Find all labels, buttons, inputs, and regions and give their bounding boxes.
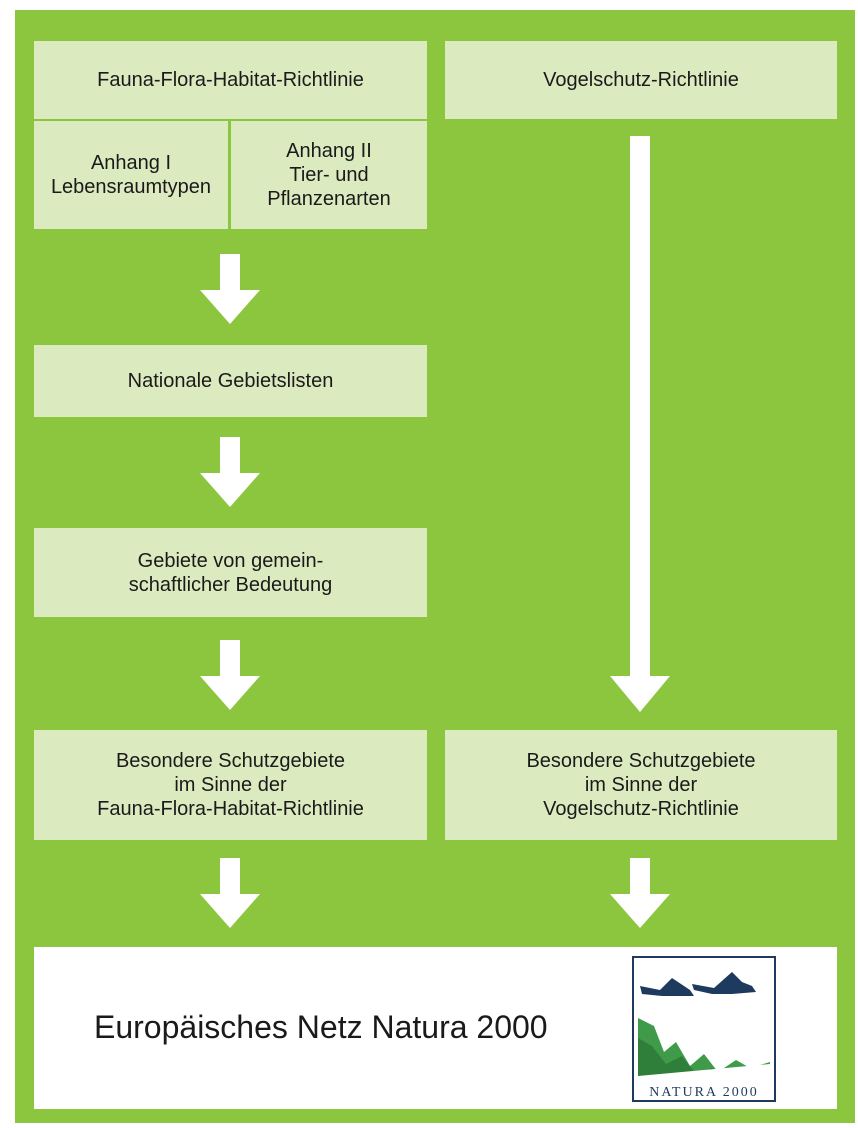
- annex-1-box: Anhang I Lebensraumtypen: [34, 121, 228, 229]
- bird-directive-box: Vogelschutz-Richtlinie: [445, 41, 837, 119]
- sac-ffh-box: Besondere Schutzgebiete im Sinne der Fau…: [34, 730, 427, 840]
- down-arrow-icon: [200, 858, 260, 928]
- sci-sites-box: Gebiete von gemein- schaftlicher Bedeutu…: [34, 528, 427, 617]
- spa-bird-box: Besondere Schutzgebiete im Sinne der Vog…: [445, 730, 837, 840]
- annex-2-box: Anhang II Tier- und Pflanzenarten: [231, 121, 427, 229]
- down-arrow-icon: [200, 254, 260, 324]
- natura-network-title: Europäisches Netz Natura 2000: [94, 1009, 548, 1045]
- natura-network-box: Europäisches Netz Natura 2000 NATURA 200…: [34, 947, 837, 1109]
- down-arrow-icon: [200, 437, 260, 507]
- down-arrow-icon: [200, 640, 260, 710]
- national-lists-box: Nationale Gebietslisten: [34, 345, 427, 417]
- ffh-directive-box: Fauna-Flora-Habitat-Richtlinie: [34, 41, 427, 119]
- down-arrow-icon: [610, 858, 670, 928]
- natura-2000-logo: NATURA 2000: [632, 956, 776, 1102]
- down-arrow-icon: [610, 136, 670, 712]
- logo-text: NATURA 2000: [649, 1085, 759, 1100]
